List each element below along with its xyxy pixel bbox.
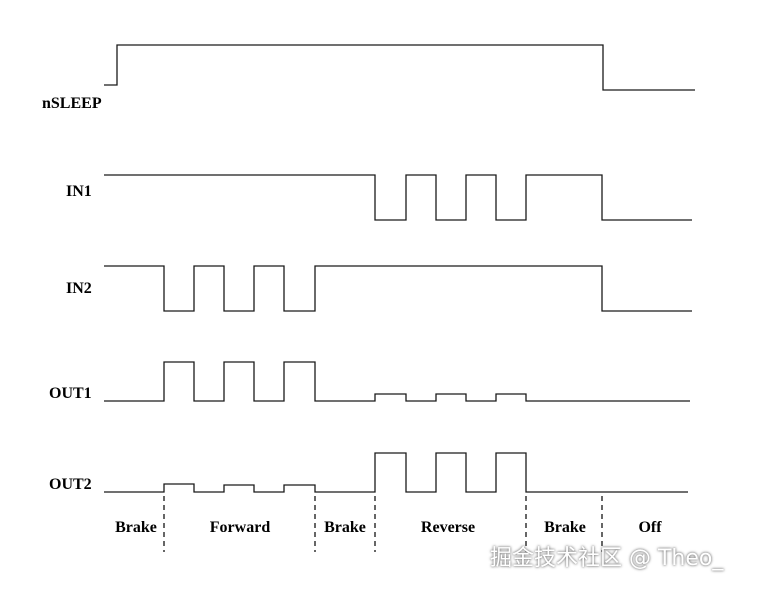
waveform-out2 [104, 452, 688, 493]
phase-label-forward: Forward [210, 519, 271, 536]
phase-label-off: Off [638, 519, 662, 536]
waveform-nsleep [104, 44, 695, 91]
signal-label-in1: IN1 [66, 183, 92, 200]
phase-label-brake-1: Brake [115, 519, 157, 536]
phase-label-brake-2: Brake [324, 519, 366, 536]
signal-label-out1: OUT1 [49, 385, 92, 402]
signal-label-out2: OUT2 [49, 476, 92, 493]
waveform-in1 [104, 174, 692, 221]
waveform-out1 [104, 361, 690, 402]
phase-label-brake-3: Brake [544, 519, 586, 536]
signal-label-nsleep: nSLEEP [42, 95, 102, 112]
waveform-in2 [104, 265, 692, 312]
watermark: 掘金技术社区 @ Theo_ [490, 546, 724, 571]
phase-label-reverse: Reverse [421, 519, 475, 536]
signal-label-in2: IN2 [66, 280, 92, 297]
